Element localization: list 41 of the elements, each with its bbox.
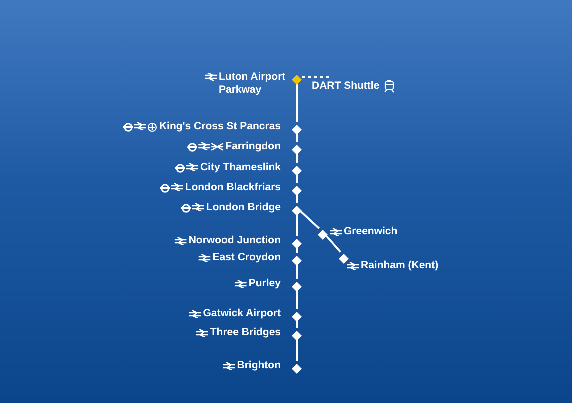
rail-line: [296, 338, 298, 361]
station-stop: [292, 142, 302, 152]
station-stop: [292, 236, 302, 246]
station-stop: [339, 251, 349, 261]
rail-line: [296, 263, 298, 279]
station-stop: [292, 361, 302, 371]
station-stop: [292, 122, 302, 132]
rail-line: [296, 132, 298, 142]
station-stop: [292, 72, 302, 82]
station-stop: [292, 279, 302, 289]
station-name: London Bridge: [206, 202, 281, 214]
station-stop: [292, 163, 302, 173]
station-name: Rainham (Kent): [361, 260, 439, 272]
station-name: Purley: [248, 278, 281, 290]
station-name: Luton Airport Parkway: [219, 71, 287, 97]
station-stop: [292, 328, 302, 338]
rail-line: [300, 210, 320, 230]
station-name: East Croydon: [212, 252, 281, 264]
rail-line: [326, 235, 342, 253]
rail-line: [296, 173, 298, 183]
station-stop: [292, 183, 302, 193]
rail-line: [296, 152, 298, 163]
station-stop: [292, 203, 302, 213]
rail-line: [296, 289, 298, 309]
station-name: Three Bridges: [210, 326, 281, 340]
rail-line: [296, 193, 298, 203]
station-stop: [292, 309, 302, 319]
station-name: Farringdon: [226, 140, 281, 154]
rail-line: [296, 213, 298, 236]
station-name: London Blackfriars: [185, 182, 281, 194]
station-stop: [318, 227, 328, 237]
rail-line: [296, 82, 298, 122]
station-name: Gatwick Airport: [203, 308, 281, 320]
station-stop: [292, 253, 302, 263]
dashed-connector: [302, 76, 329, 80]
station-name: City Thameslink: [200, 162, 281, 174]
station-name: Norwood Junction: [188, 234, 281, 248]
station-name: Greenwich: [344, 226, 398, 238]
service-label: DART Shuttle: [312, 80, 380, 93]
station-name: Brighton: [237, 360, 281, 372]
station-name: King's Cross St Pancras: [159, 120, 281, 134]
